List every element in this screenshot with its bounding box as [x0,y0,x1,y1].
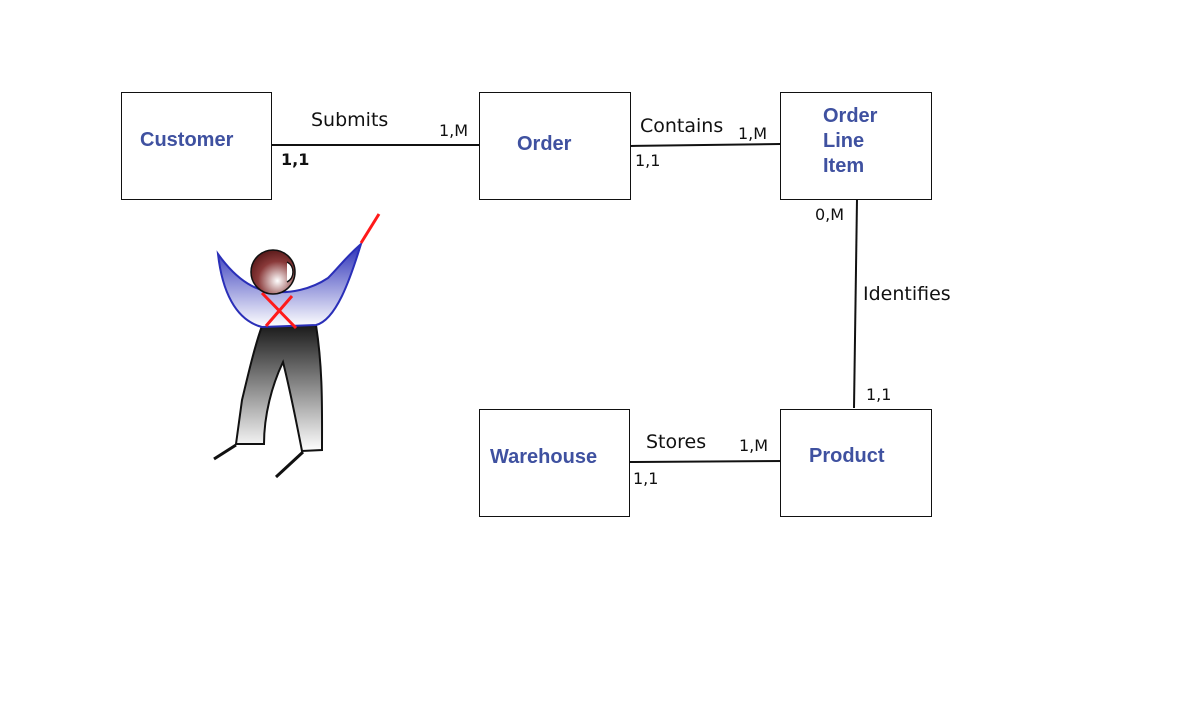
entity-customer-name: Customer [140,129,234,151]
entity-order-line-item: Order Line Item [780,92,932,200]
stores-line [629,460,786,463]
entity-customer: Customer [121,92,272,200]
entity-warehouse: Warehouse [479,409,630,517]
figure-head [250,249,296,295]
figure-pointer [359,213,381,244]
figure-right-foot [274,450,305,479]
relationship-submits: Submits [311,109,389,131]
relationship-identifies: Identifies [863,283,951,305]
cardinality-order-submits: 1,M [439,121,469,140]
cardinality-order-contains: 1,1 [635,151,661,170]
entity-product: Product [780,409,932,517]
cardinality-product-identifies: 1,1 [866,385,892,404]
cardinality-oli-contains: 1,M [738,124,768,143]
figure-ear [286,261,294,283]
cardinality-oli-identifies: 0,M [815,205,845,224]
entity-order-line-item-name: Order Line Item [823,105,878,177]
identifies-line [853,198,858,409]
relationship-stores: Stores [646,431,707,453]
relationship-contains: Contains [640,115,724,137]
cardinality-customer-submits: 1,1 [281,150,310,169]
cardinality-warehouse-stores: 1,1 [633,469,659,488]
cardinality-product-stores: 1,M [739,436,769,455]
figure-pants [234,323,324,453]
entity-product-name: Product [809,445,885,467]
entity-order: Order [479,92,631,200]
figure-left-foot [213,443,237,461]
entity-order-name: Order [517,133,572,155]
figure-suspender-2 [264,295,294,327]
entity-warehouse-name: Warehouse [490,446,598,468]
contains-line [629,143,781,147]
